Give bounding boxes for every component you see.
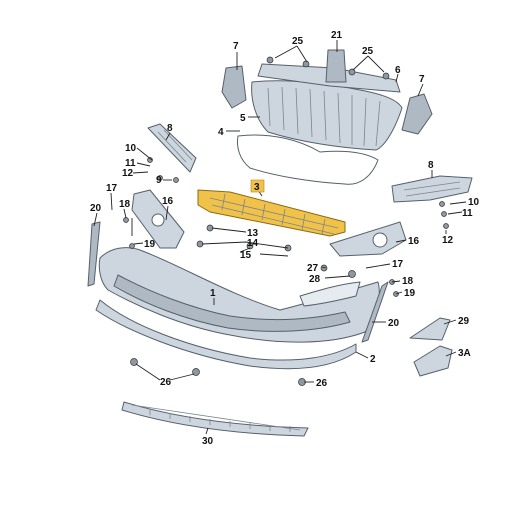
callout-3a: 3A: [458, 348, 471, 359]
callout-5: 5: [240, 113, 246, 124]
leader-lines: [93, 40, 467, 435]
callout-7-right: 7: [419, 74, 425, 85]
callout-3: 3: [254, 182, 260, 193]
callout-17-right: 17: [392, 259, 404, 270]
callout-18-left: 18: [119, 199, 131, 210]
fog-lamp-bracket-right[interactable]: [329, 221, 407, 257]
callout-12-left: 12: [122, 168, 134, 179]
callout-11-right: 11: [462, 208, 473, 219]
deflector-3a[interactable]: [413, 345, 453, 377]
callout-14: 14: [247, 238, 259, 249]
impact-beam[interactable]: [197, 189, 346, 237]
grille-frame[interactable]: [237, 134, 379, 185]
callout-18-right: 18: [402, 276, 414, 287]
callout-10-left: 10: [125, 143, 137, 154]
side-trim-left[interactable]: [147, 123, 197, 173]
callout-6: 6: [395, 65, 401, 76]
bottom-grille[interactable]: [121, 401, 309, 437]
trim-strip-left[interactable]: [87, 221, 101, 287]
callout-15: 15: [240, 250, 252, 261]
deflector-29[interactable]: [409, 317, 451, 341]
radiator-grille[interactable]: [251, 80, 403, 151]
side-trim-right[interactable]: [391, 175, 473, 203]
callout-2: 2: [370, 354, 376, 365]
callout-12-right: 12: [442, 235, 454, 246]
fog-lamp-bracket-left[interactable]: [131, 189, 185, 249]
callout-16-right: 16: [408, 236, 420, 247]
callout-26-right: 26: [316, 378, 328, 389]
callout-25-right: 25: [362, 46, 374, 57]
callout-30: 30: [202, 436, 214, 447]
callout-1: 1: [210, 288, 216, 299]
callout-9: 9: [156, 175, 162, 186]
callout-7-left: 7: [233, 41, 239, 52]
callout-21: 21: [331, 30, 343, 41]
grille-side-bracket-right[interactable]: [401, 93, 433, 135]
callout-10-right: 10: [468, 197, 480, 208]
callout-19-left: 19: [144, 239, 156, 250]
callout-25-left: 25: [292, 36, 304, 47]
callout-26-left: 26: [160, 377, 172, 388]
callout-8-right: 8: [428, 160, 434, 171]
callout-19-right: 19: [404, 288, 416, 299]
grille-side-bracket-left[interactable]: [221, 65, 247, 109]
callout-3-box: [250, 179, 265, 193]
trim-strip-right[interactable]: [361, 281, 389, 343]
callout-labels: 7 25 21 25 6 7 5 4 8 10 11 12 9 8 10 11 …: [90, 30, 480, 447]
callout-28: 28: [309, 274, 321, 285]
callout-20-left: 20: [90, 203, 102, 214]
bracket[interactable]: [325, 49, 347, 83]
callout-4: 4: [218, 127, 224, 138]
callout-27: 27: [307, 263, 319, 274]
callout-29: 29: [458, 316, 470, 327]
callout-20-right: 20: [388, 318, 400, 329]
callout-16-left: 16: [162, 196, 174, 207]
callout-11: 11: [125, 158, 136, 169]
callout-8-left: 8: [167, 123, 173, 134]
callout-17-left: 17: [106, 183, 118, 194]
callout-13: 13: [247, 228, 259, 239]
